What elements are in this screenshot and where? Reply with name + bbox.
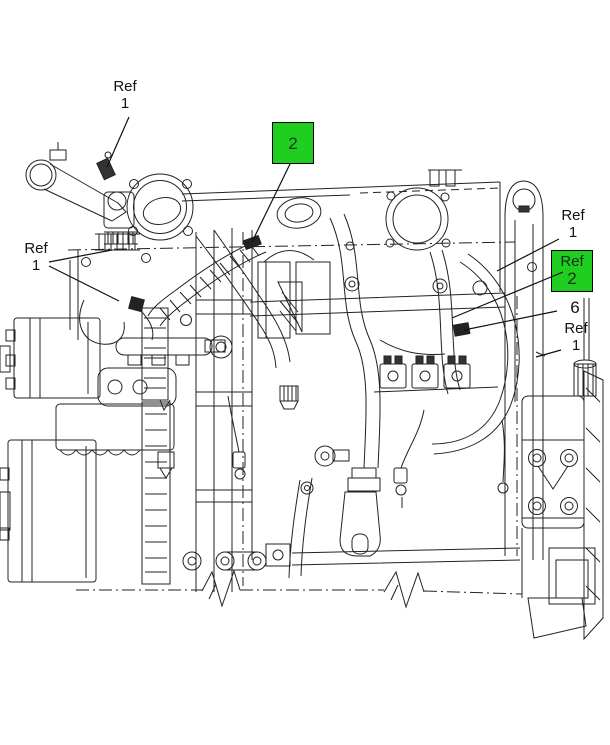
leader-item6-right: [463, 310, 558, 331]
callout-label: Ref: [564, 320, 588, 337]
leader-ref1-top-left: [106, 116, 130, 168]
corrugated-hose: [147, 240, 267, 327]
callout-ref-1-left: Ref 1: [14, 240, 58, 274]
bell-fitting: [339, 467, 381, 557]
engine-front-pulleys: [0, 228, 303, 592]
leader-ref1-left-b: [48, 265, 120, 302]
callout-number: 2: [567, 269, 577, 288]
callout-label: Ref: [24, 240, 48, 257]
callout-label: Ref: [560, 253, 584, 270]
callout-6-right: 6: [558, 299, 592, 316]
callout-number: 6: [570, 298, 580, 317]
sensors-and-small-parts: [128, 234, 521, 571]
callout-label: Ref: [113, 78, 137, 95]
highlighted-callout-2-right[interactable]: Ref 2: [551, 250, 593, 292]
centerlines: [67, 232, 523, 595]
callout-ref-1-right-bottom: Ref 1: [553, 320, 599, 354]
highlighted-callout-2-top[interactable]: 2: [272, 122, 314, 164]
intake-manifold-top: [81, 169, 506, 339]
break-line-symbols: [201, 569, 425, 609]
callout-number: 1: [568, 224, 578, 241]
leader-ref1-left-a: [48, 249, 113, 263]
leader-item2-top: [251, 163, 291, 243]
leader-ref1-right-top: [496, 238, 560, 272]
callout-label: Ref: [561, 207, 585, 224]
callout-ref-1-right-top: Ref 1: [550, 207, 596, 241]
callout-number: 2: [288, 133, 298, 153]
callout-number: 1: [120, 95, 130, 112]
leader-ref2-right: [451, 271, 564, 319]
callout-ref-1-top-left: Ref 1: [103, 78, 147, 112]
fuel-system-components: [55, 335, 499, 495]
callout-number: 1: [31, 257, 41, 274]
callout-number: 1: [571, 337, 581, 354]
lifting-bracket: [504, 180, 546, 560]
hoses-and-harnesses: [79, 213, 520, 579]
